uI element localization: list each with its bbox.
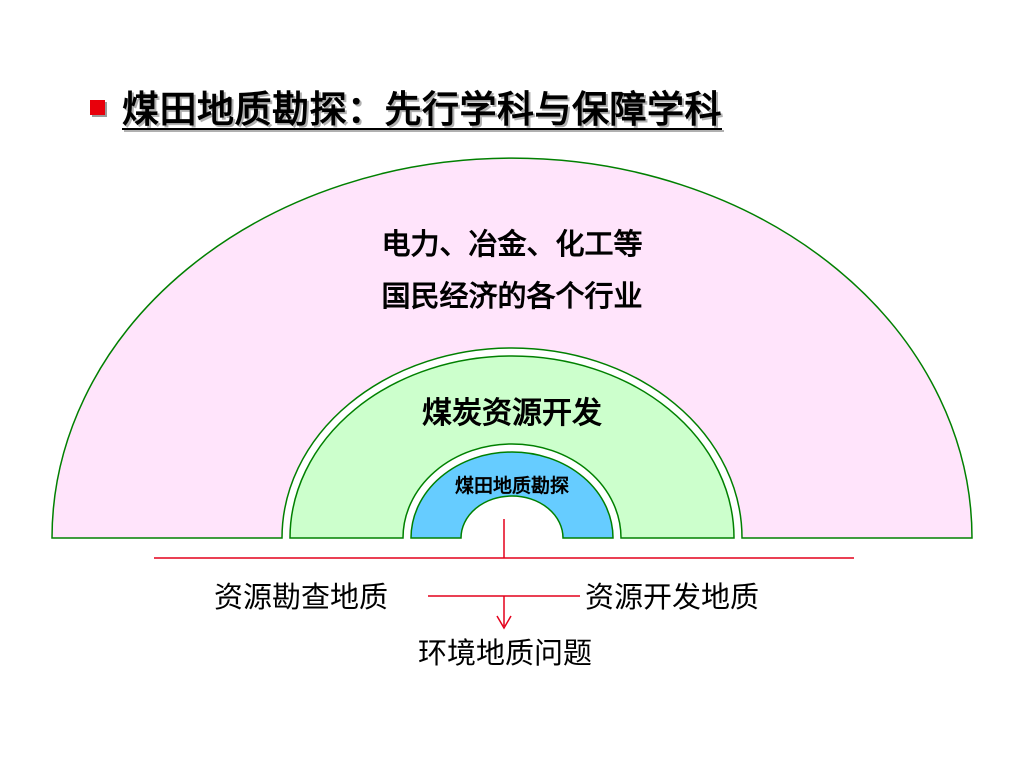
left-label: 资源勘查地质 [214, 580, 389, 614]
title-row: 煤田地质勘探：先行学科与保障学科 [90, 78, 722, 134]
middle-ring-label: 煤炭资源开发 [422, 396, 602, 431]
outer-ring-line1: 电力、冶金、化工等 [381, 227, 643, 261]
middle-ring [289, 355, 735, 539]
right-label: 资源开发地质 [585, 580, 760, 614]
outer-ring [51, 157, 973, 539]
down-arrow-icon [496, 615, 512, 630]
slide-title: 煤田地质勘探：先行学科与保障学科 [122, 88, 722, 131]
inner-ring-label: 煤田地质勘探 [454, 475, 569, 497]
bullet-square-icon [90, 99, 105, 115]
bottom-label: 环境地质问题 [417, 636, 592, 670]
inner-ring [410, 451, 614, 539]
outer-ring-label: 电力、冶金、化工等 国民经济的各个行业 [312, 218, 712, 322]
outer-ring-line2: 国民经济的各个行业 [381, 279, 643, 313]
